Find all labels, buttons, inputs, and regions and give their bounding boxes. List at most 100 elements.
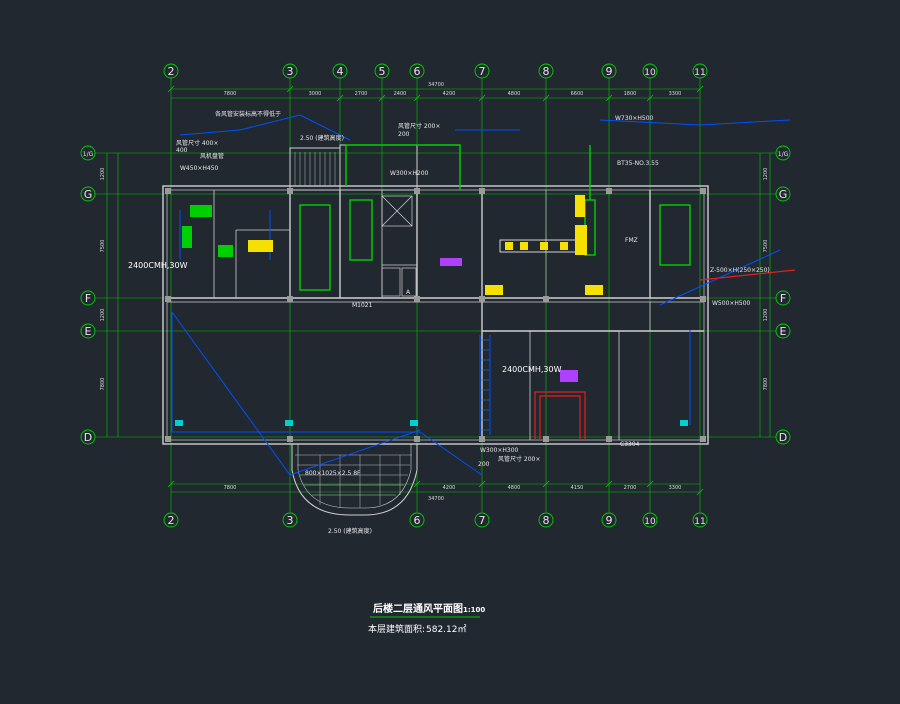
annotation: 2400CMH,30W: [128, 261, 188, 270]
grid-bubble: [163, 512, 179, 528]
grid-bubble: [692, 512, 708, 528]
grid-bubble: [474, 63, 490, 79]
title-block: 后楼二层通风平面图 1:100 本层建筑面积: 582.12㎡: [368, 602, 485, 635]
annotation: W450×H450: [180, 165, 219, 172]
grid-label: 11: [694, 68, 705, 78]
grid-label: 7: [479, 514, 486, 527]
grid-label: 3: [287, 65, 294, 78]
annotation: 200: [398, 131, 410, 138]
grid-bubble: [374, 63, 390, 79]
grid-bubble: [601, 512, 617, 528]
grid-label: D: [84, 431, 92, 444]
side-dimensions: 1200 7500 1200 7800 1200 7500 1200 7800: [100, 168, 769, 391]
grid-bubbles-top: [163, 63, 708, 79]
grid-bubble: [163, 63, 179, 79]
grid-label: 1/G: [778, 151, 789, 158]
annotation: W500×H500: [712, 300, 751, 307]
grid-label: 2: [168, 65, 175, 78]
dim-top-seg: 4200: [443, 91, 456, 97]
floor-area-label: 本层建筑面积:: [368, 623, 425, 635]
grid-bubbles-bottom: [163, 512, 708, 528]
annotation: 800×1025×2.5 8F: [305, 470, 361, 477]
ahu-units: [182, 195, 603, 382]
grid-labels-sides: 1/G G F E D 1/G G F E D: [83, 151, 789, 444]
annotation: 200: [478, 461, 490, 468]
grid-labels-top: 2 3 4 5 6 7 8 9 10 11: [168, 65, 706, 78]
grid-label: 9: [606, 514, 613, 527]
dim-top-seg: 4800: [508, 91, 521, 97]
grid-label: D: [779, 431, 787, 444]
grid-bubble: [642, 63, 658, 79]
annotation: M1021: [352, 302, 373, 309]
grid-label: G: [84, 188, 93, 201]
grid-bubble: [538, 63, 554, 79]
bottom-dimensions: 34700 7800 4200 4800 4150 2700 3300: [224, 485, 682, 502]
stairs: [294, 152, 412, 508]
dim-left-seg: 7500: [100, 240, 106, 253]
dim-right-seg: 1200: [763, 168, 769, 181]
dim-bottom-seg: 4200: [443, 485, 456, 491]
annotation: W300×H300: [480, 447, 519, 454]
ducts: [171, 114, 791, 476]
grid-bubble: [538, 512, 554, 528]
dim-top-total: 34700: [428, 82, 444, 88]
grid-label: 1/G: [83, 151, 94, 158]
annotation: 400: [176, 147, 188, 154]
dim-right-seg: 7500: [763, 240, 769, 253]
annotation: BT35-NO.3.55: [617, 160, 659, 167]
grid-bubble: [692, 63, 708, 79]
annotation: A: [406, 289, 411, 296]
dim-top-seg: 7800: [224, 91, 237, 97]
annotation: 2.50 (建筑高度): [300, 134, 344, 142]
annotation: W300×H200: [390, 170, 429, 177]
grid-label: E: [780, 325, 787, 338]
dim-bottom-seg: 2700: [624, 485, 637, 491]
columns: [165, 188, 706, 442]
dim-top-seg: 6600: [571, 91, 584, 97]
grid-bubble: [409, 63, 425, 79]
grid-bubble: [282, 512, 298, 528]
annotation: 2.50 (建筑高度): [328, 527, 372, 535]
annotation: FMZ: [625, 237, 638, 244]
grid-bubble: [282, 63, 298, 79]
drawing-title: 后楼二层通风平面图: [373, 602, 463, 615]
top-dimensions: 34700 7800 3000 2700 2400 4200 4800 6600…: [224, 82, 682, 97]
grid-bubble: [409, 512, 425, 528]
grid-bubble: [332, 63, 348, 79]
floor-area-value: 582.12㎡: [426, 624, 467, 635]
dim-left-seg: 1200: [100, 168, 106, 181]
grid-label: E: [85, 325, 92, 338]
dim-bottom-seg: 7800: [224, 485, 237, 491]
grid-label: 5: [379, 65, 386, 78]
grid-label: 6: [414, 514, 421, 527]
dim-bottom-seg: 3300: [669, 485, 682, 491]
annotation: W730×H500: [615, 115, 654, 122]
dim-bottom-seg: 4800: [508, 485, 521, 491]
annotation: 各风管安装标高不得低于: [215, 110, 281, 118]
grid-label: 10: [644, 68, 656, 78]
dim-right-seg: 7800: [763, 378, 769, 391]
duct-ladder: [481, 339, 489, 431]
grid-label: 4: [337, 65, 344, 78]
grid-label: F: [85, 292, 91, 305]
grid-label: 11: [694, 517, 705, 527]
dim-top-seg: 3300: [669, 91, 682, 97]
grid-label: F: [780, 292, 786, 305]
annotation: 风管尺寸 200×: [498, 455, 540, 463]
grid-bubble: [642, 512, 658, 528]
annotation: Z-500×H(250×250): [710, 267, 770, 274]
dimension-ticks: [167, 85, 704, 496]
drawing-scale: 1:100: [463, 606, 485, 614]
annotation: C3304: [620, 441, 640, 448]
dim-top-seg: 2700: [355, 91, 368, 97]
cyan-items: [175, 420, 688, 426]
annotation: 风管尺寸 200×: [398, 122, 440, 130]
grid-label: 2: [168, 514, 175, 527]
grid-bubbles-sides: [80, 145, 791, 445]
annotations: 各风管安装标高不得低于 2.50 (建筑高度) 风管尺寸 200× 200 W3…: [128, 110, 770, 535]
grid-labels-bottom: 2 3 6 7 8 9 10 11: [168, 514, 706, 527]
grid-label: 7: [479, 65, 486, 78]
dim-bottom-seg: 4150: [571, 485, 584, 491]
